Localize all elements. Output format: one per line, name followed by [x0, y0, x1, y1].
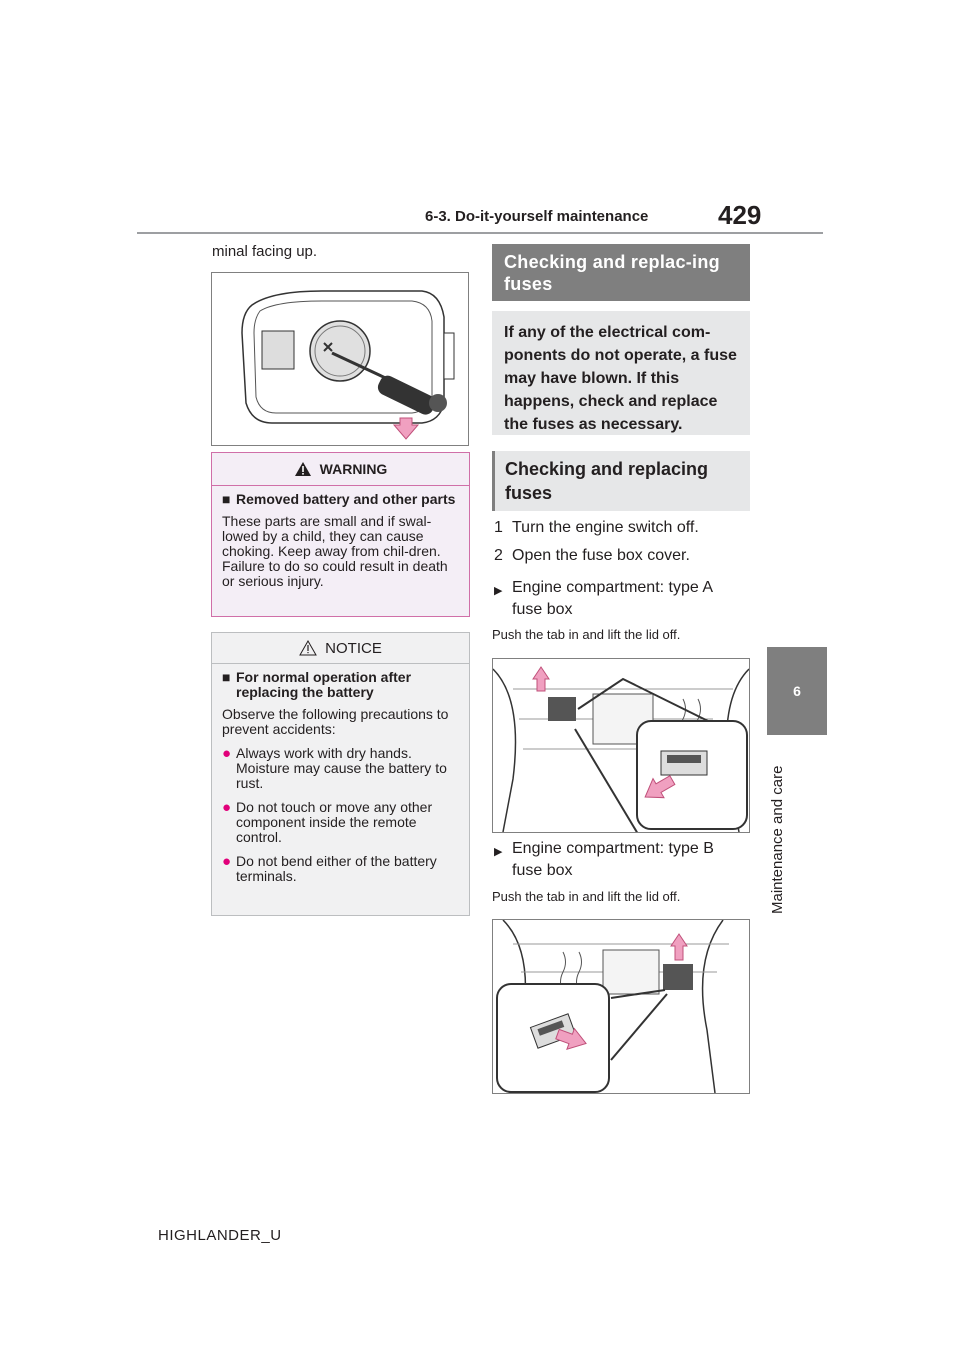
header-section-title: 6-3. Do-it-yourself maintenance: [425, 208, 649, 225]
warning-box: WARNING ■Removed battery and other parts…: [211, 452, 470, 617]
notice-subhead: ■For normal operation after replacing th…: [222, 669, 412, 700]
subsection-title: Checking and replacing fuses: [492, 451, 750, 511]
intro-text: minal facing up.: [212, 243, 318, 260]
chapter-tab-label: Maintenance and care: [769, 765, 786, 914]
arrow-right-icon: ▶: [494, 846, 503, 858]
arrow-right-icon: ▶: [494, 585, 503, 597]
notice-title: NOTICE: [325, 639, 382, 657]
notice-bullet: ●Do not touch or move any other componen…: [222, 799, 433, 845]
type-a-caption: Push the tab in and lift the lid off.: [492, 627, 681, 642]
section-summary: If any of the electrical com-ponents do …: [492, 311, 750, 435]
fuse-box-type-b-illustration: [492, 919, 750, 1094]
notice-bullet: ●Do not bend either of the battery termi…: [222, 853, 437, 884]
footer-model: HIGHLANDER_U: [158, 1227, 282, 1244]
warning-header: WARNING: [212, 453, 469, 486]
chapter-tab-number: 6: [767, 647, 827, 735]
warning-triangle-icon: [294, 462, 311, 476]
page-number: 429: [718, 200, 762, 230]
remote-battery-illustration: [211, 272, 469, 446]
notice-body: Observe the following precautions to pre…: [222, 706, 449, 737]
notice-box: NOTICE ■For normal operation after repla…: [211, 632, 470, 916]
warning-subhead: ■Removed battery and other parts: [222, 491, 456, 507]
type-a-label: ▶Engine compartment: type A fuse box: [494, 577, 744, 621]
warning-title: WARNING: [319, 461, 388, 477]
header-divider: [137, 232, 823, 234]
notice-bullet: ●Always work with dry hands. Moisture ma…: [222, 745, 447, 791]
warning-body: These parts are small and if swal-lowed …: [222, 513, 448, 589]
fuse-box-type-a-illustration: [492, 658, 750, 835]
caution-triangle-icon: [299, 640, 318, 656]
type-b-caption: Push the tab in and lift the lid off.: [492, 889, 681, 904]
section-title: Checking and replac-ing fuses: [492, 244, 750, 301]
notice-header: NOTICE: [212, 633, 469, 664]
type-b-label: ▶Engine compartment: type B fuse box: [494, 838, 744, 882]
